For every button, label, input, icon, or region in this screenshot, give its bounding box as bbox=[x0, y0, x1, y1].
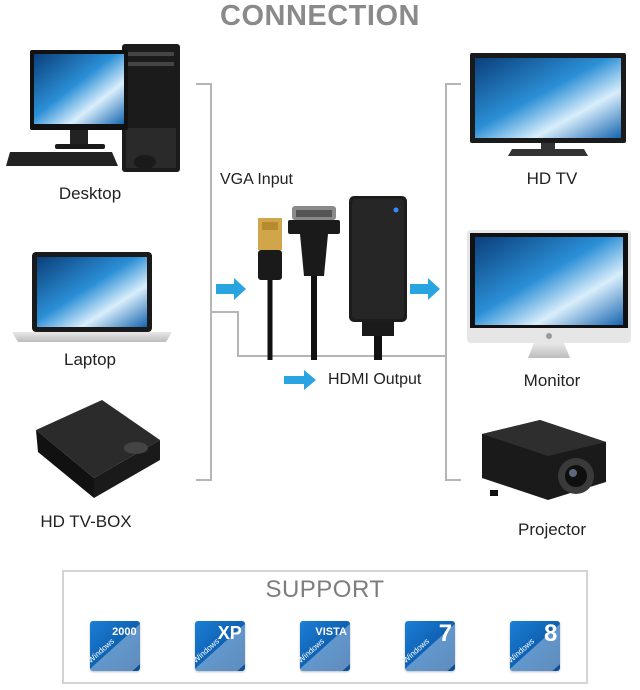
windows-7-icon: 7 Windows bbox=[405, 621, 456, 671]
tv-box-icon bbox=[36, 400, 160, 498]
left-bracket bbox=[196, 83, 212, 481]
os-sub: Windows bbox=[405, 636, 432, 665]
source-label-tv-box: HD TV-BOX bbox=[40, 512, 132, 531]
laptop-icon bbox=[12, 252, 172, 342]
right-bracket bbox=[445, 83, 461, 481]
os-name: 8 bbox=[543, 621, 558, 647]
connection-diagram bbox=[6, 44, 631, 500]
os-name: 7 bbox=[438, 621, 453, 647]
os-name: XP bbox=[217, 623, 242, 643]
desktop-icon bbox=[6, 44, 180, 172]
input-arrow bbox=[216, 278, 246, 300]
hdmi-output-label: HDMI Output bbox=[328, 371, 422, 388]
os-name: 2000 bbox=[112, 626, 137, 638]
support-title: SUPPORT bbox=[265, 576, 385, 603]
connector-lines bbox=[211, 311, 446, 357]
os-sub: Windows bbox=[299, 636, 327, 665]
windows-xp-icon: XP Windows bbox=[194, 621, 245, 671]
source-label-laptop: Laptop bbox=[64, 350, 116, 369]
output-arrow-legend bbox=[284, 370, 316, 390]
monitor-icon bbox=[467, 230, 631, 358]
hd-tv-icon bbox=[470, 53, 626, 156]
os-name: VISTA bbox=[315, 626, 347, 638]
os-sub: Windows bbox=[194, 636, 221, 665]
destination-label-monitor: Monitor bbox=[523, 371, 581, 390]
adapter-box bbox=[349, 196, 407, 360]
os-list: 2000 Windows XP Windows VISTA Windows 7 … bbox=[62, 618, 588, 674]
page-title: CONNECTION bbox=[220, 0, 420, 32]
projector-icon bbox=[482, 420, 606, 500]
usb-plug bbox=[258, 218, 282, 360]
windows-2000-icon: 2000 Windows bbox=[89, 621, 140, 671]
windows-8-icon: 8 Windows bbox=[510, 621, 561, 671]
output-arrow-top bbox=[410, 278, 440, 300]
vga-plug bbox=[288, 206, 340, 360]
os-sub: Windows bbox=[89, 636, 116, 665]
windows-vista-icon: VISTA Windows bbox=[299, 621, 350, 671]
destination-label-projector: Projector bbox=[517, 520, 587, 539]
destination-label-hd-tv: HD TV bbox=[526, 169, 578, 188]
vga-input-label: VGA Input bbox=[220, 171, 293, 188]
os-sub: Windows bbox=[510, 636, 537, 665]
source-label-desktop: Desktop bbox=[58, 184, 122, 203]
